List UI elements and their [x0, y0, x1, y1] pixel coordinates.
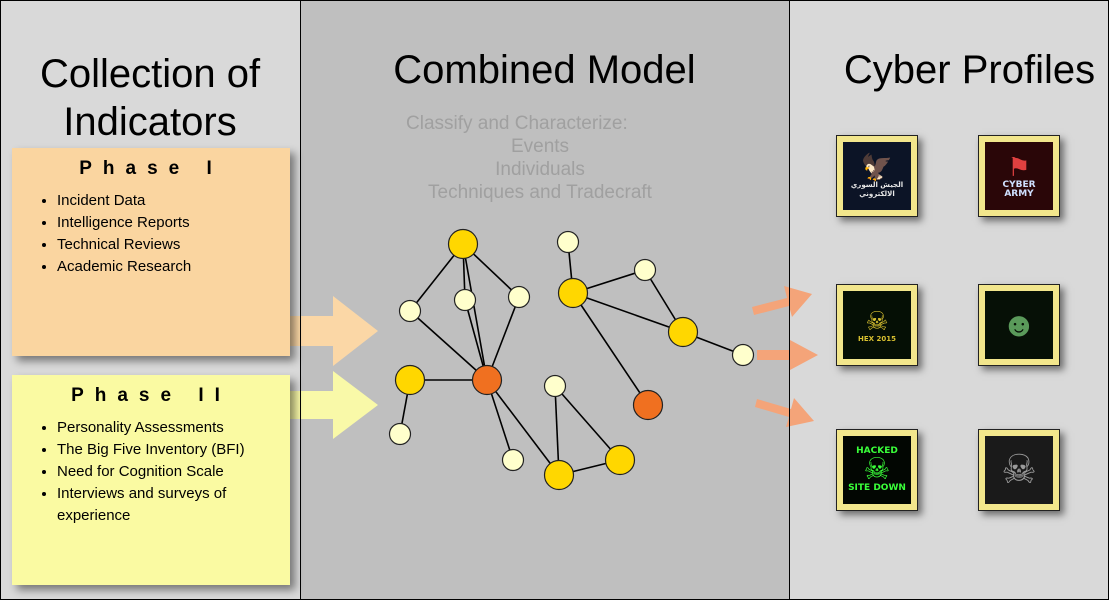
graph-edge	[462, 243, 488, 381]
graph-edge	[572, 292, 649, 406]
profile-caption: HEX 2015	[858, 334, 896, 343]
graph-edge	[572, 292, 684, 333]
subtitle-line-classify: Classify and Characterize:	[406, 113, 628, 134]
phase2-arrow	[290, 371, 378, 439]
graph-major-node	[447, 228, 479, 260]
phase-1-item: Technical Reviews	[57, 234, 290, 256]
phase1-arrow	[290, 296, 378, 366]
graph-edge	[409, 310, 488, 381]
profile-thumbnail: 🦅 الجيش السوري الالكتروني	[836, 135, 918, 217]
graph-edges	[399, 241, 744, 476]
indicators-title: Collection of Indicators	[0, 50, 300, 146]
eagle-emblem-icon: 🦅	[860, 152, 894, 182]
profile-arrow-middle	[757, 340, 818, 370]
phase-2-item: Interviews and surveys of experience	[57, 483, 290, 527]
graph-minor-node	[731, 343, 755, 367]
cyber-profiles-title: Cyber Profiles	[843, 48, 1096, 92]
graph-major-node	[394, 364, 426, 396]
graph-minor-node	[543, 374, 567, 398]
subtitle-line-techniques: Techniques and Tradecraft	[428, 182, 652, 203]
phase-1-item: Academic Research	[57, 256, 290, 278]
divider-right	[789, 0, 790, 600]
profile-caption-site-down: SITE DOWN	[848, 483, 906, 493]
graph-hub-node	[632, 389, 664, 421]
graph-hub-node	[471, 364, 503, 396]
phase-2-item: Need for Cognition Scale	[57, 461, 290, 483]
phase-2-item: Personality Assessments	[57, 417, 290, 439]
graph-minor-node	[398, 299, 422, 323]
profile-thumbnail: ⚑ CYBER ARMY	[978, 135, 1060, 217]
subtitle-line-individuals: Individuals	[495, 159, 585, 180]
graph-minor-node	[388, 422, 412, 446]
subtitle-line-events: Events	[510, 136, 570, 157]
profile-thumbnail: HACKED ☠ SITE DOWN	[836, 429, 918, 511]
profile-thumbnail: ☠ HEX 2015	[836, 284, 918, 366]
green-code-skull-icon: ☠	[865, 305, 889, 336]
profile-thumbnail: ☻	[978, 284, 1060, 366]
divider-left	[300, 0, 301, 600]
indicators-title-line-2: Indicators	[63, 100, 237, 144]
skull-crossbones-icon: ☠	[1001, 448, 1037, 492]
graph-major-node	[543, 459, 575, 491]
combined-model-panel	[300, 0, 789, 600]
phase-2-list: Personality Assessments The Big Five Inv…	[12, 417, 290, 527]
profile-caption: CYBER	[1002, 180, 1036, 190]
graph-minor-node	[507, 285, 531, 309]
graph-edge	[554, 385, 621, 461]
profile-caption: الجيش السوري الالكتروني	[850, 181, 904, 198]
profile-thumbnail: ☠	[978, 429, 1060, 511]
graph-major-node	[604, 444, 636, 476]
combined-model-title: Combined Model	[393, 48, 696, 92]
graph-minor-node	[501, 448, 525, 472]
cyber-army-flag-icon: ⚑	[1007, 152, 1031, 182]
graph-minor-node	[453, 288, 477, 312]
graph-major-node	[667, 316, 699, 348]
graph-edge	[486, 379, 560, 476]
anonymous-mask-icon: ☻	[1001, 306, 1037, 344]
phase-1-item: Incident Data	[57, 190, 290, 212]
phase-1-list: Incident Data Intelligence Reports Techn…	[12, 190, 290, 278]
model-subtitle: Classify and Characterize: Events Indivi…	[380, 112, 700, 204]
phase-1-item: Intelligence Reports	[57, 212, 290, 234]
phase-2-item: The Big Five Inventory (BFI)	[57, 439, 290, 461]
phase-1-title: Phase I	[79, 158, 223, 179]
indicators-title-line-1: Collection of	[39, 52, 261, 96]
phase-2-box: Phase II Personality Assessments The Big…	[12, 375, 290, 585]
profile-caption-army: ARMY	[1004, 189, 1034, 199]
graph-minor-node	[633, 258, 657, 282]
profile-caption: HACKED	[856, 446, 898, 456]
phase-1-box: Phase I Incident Data Intelligence Repor…	[12, 148, 290, 356]
phase-2-title: Phase II	[71, 385, 231, 406]
graph-major-node	[557, 277, 589, 309]
graph-minor-node	[556, 230, 580, 254]
graph-nodes	[388, 228, 755, 491]
skull-swords-icon: ☠	[863, 453, 891, 486]
profile-arrow-up	[752, 286, 812, 317]
profile-arrow-down	[755, 398, 814, 427]
